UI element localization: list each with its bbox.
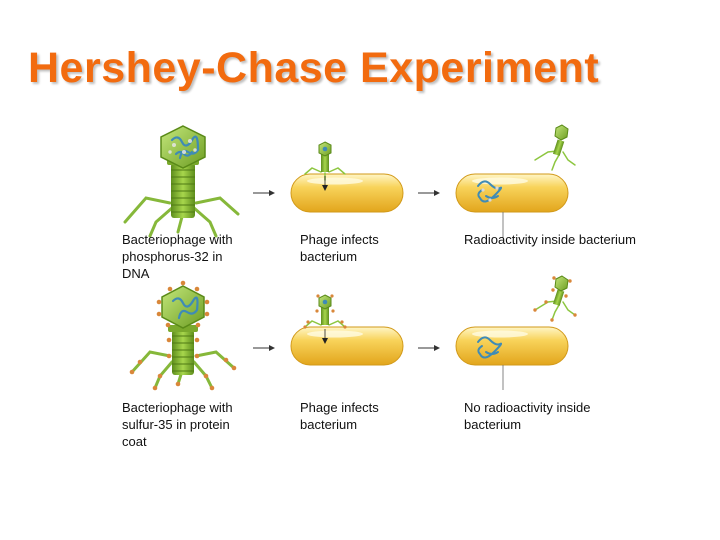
phage-s35-illustration: [129, 280, 237, 391]
bacterium-infected-p32: [290, 141, 404, 213]
infect-caption-row1: Phage infects bacterium: [300, 232, 379, 264]
sulfur-marker-dots: [129, 280, 237, 391]
phage-p32-caption: Bacteriophage with phosphorus-32 in DNA: [122, 232, 233, 281]
infect-caption-row2: Phage infects bacterium: [300, 400, 379, 432]
arrow-head-icon: [269, 345, 275, 351]
bacterium-infected-s35: [290, 294, 404, 366]
page-title: Hershey-Chase Experiment: [28, 44, 600, 92]
phage-s35-caption: Bacteriophage with sulfur-35 in protein …: [122, 400, 233, 449]
result-caption-row2: No radioactivity inside bacterium: [464, 400, 591, 432]
bacterium-no-radioactivity-result: [455, 275, 577, 390]
result-caption-row1: Radioactivity inside bacterium: [464, 232, 636, 247]
phage-p32-illustration: [123, 125, 240, 238]
bacterium-radioactive-result: [455, 124, 576, 238]
arrow-head-icon: [269, 190, 275, 196]
arrow-head-icon: [434, 190, 440, 196]
arrow-head-icon: [434, 345, 440, 351]
